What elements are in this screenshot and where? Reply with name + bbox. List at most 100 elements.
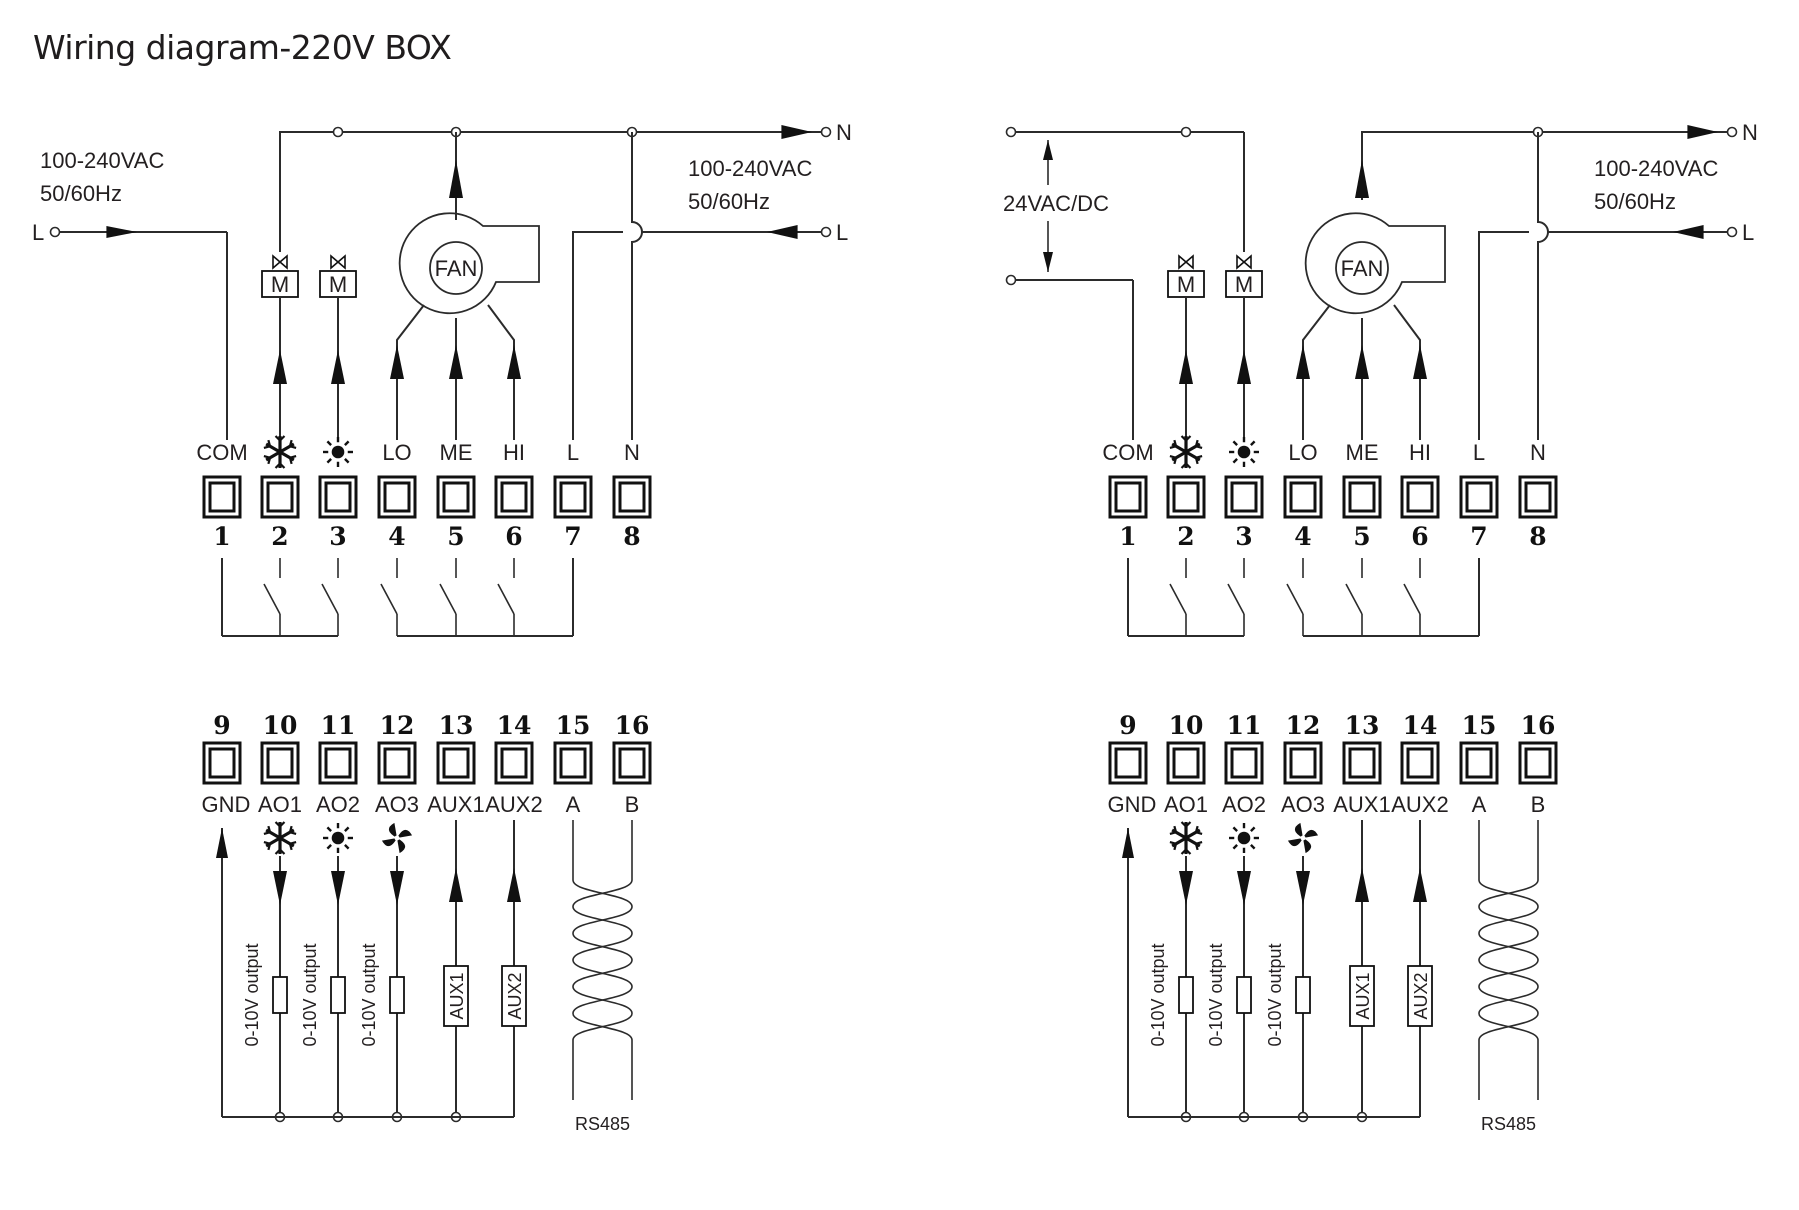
terminal-outer (260, 475, 300, 519)
terminal-outer (436, 741, 476, 785)
aux-box (443, 965, 469, 1027)
terminal-2: 2 (260, 435, 300, 551)
switch-blade (380, 583, 398, 615)
terminal-block (260, 475, 300, 519)
resistor-icon (389, 976, 405, 1014)
terminal-number: 14 (1403, 711, 1438, 740)
valve-actuator: M (261, 254, 299, 298)
terminal-label: AO1 (1164, 792, 1208, 817)
aux-box-label: AUX1 (447, 972, 467, 1019)
terminal-inner (1406, 481, 1434, 513)
junction-node (1005, 126, 1017, 138)
terminal-2: 2 (1166, 435, 1206, 551)
wire-a (572, 820, 633, 1100)
terminal-3: 3 (318, 437, 358, 551)
switch-blade (1169, 583, 1187, 615)
terminal-label: B (1531, 792, 1546, 817)
terminal-outer (1283, 475, 1323, 519)
terminal-number: 2 (271, 522, 288, 551)
terminal-label: N (1530, 440, 1546, 465)
aux-box (1349, 965, 1375, 1027)
terminal-number: 16 (615, 711, 650, 740)
terminal-outer (612, 741, 652, 785)
terminal-15: 15A (1459, 711, 1499, 817)
terminal-block (260, 741, 300, 785)
analog-output-label: 0-10V output (359, 943, 379, 1046)
supply-voltage-label: 100-240VAC (688, 156, 812, 181)
snowflake-icon (1169, 435, 1203, 469)
snowflake-branch (1180, 435, 1192, 443)
terminal-outer (318, 475, 358, 519)
sun-ray (1232, 844, 1238, 850)
terminal-inner (442, 747, 470, 779)
supply-frequency-label: 50/60Hz (688, 189, 770, 214)
sun-core (1237, 831, 1251, 845)
sun-ray (1250, 826, 1256, 832)
supply-voltage-label: 100-240VAC (40, 148, 164, 173)
motor-label: M (1235, 272, 1253, 297)
terminal-l-label: L (1742, 220, 1754, 245)
terminal-inner (208, 747, 236, 779)
terminal-label: AO2 (316, 792, 360, 817)
snowflake-branch (1194, 825, 1203, 835)
wire (487, 304, 515, 440)
terminal-outer (494, 475, 534, 519)
terminal-block (553, 475, 593, 519)
terminal-outer (1283, 741, 1323, 785)
arrow-up-icon (1043, 140, 1053, 160)
terminal-number: 14 (497, 711, 532, 740)
arrow-down-icon (331, 871, 345, 905)
wire (1302, 304, 1331, 440)
terminal-label: B (625, 792, 640, 817)
terminal-block (436, 475, 476, 519)
wire (396, 304, 425, 440)
terminal-block (1224, 741, 1264, 785)
terminal-outer (1224, 475, 1264, 519)
valve-actuator: M (319, 254, 357, 298)
terminal-outer (1518, 741, 1558, 785)
terminal-5: ME5 (1342, 440, 1382, 551)
terminal-inner (266, 747, 294, 779)
arrow-up-icon (216, 828, 228, 858)
arrow-up-icon (1122, 828, 1134, 858)
sun-core (331, 831, 345, 845)
arrow-up-icon (449, 868, 463, 902)
valve-icon (272, 254, 288, 270)
terminal-label: AO3 (375, 792, 419, 817)
terminal-outer (1166, 475, 1206, 519)
terminal-inner (559, 747, 587, 779)
supply-voltage-label: 100-240VAC (1594, 156, 1718, 181)
analog-output-label: 0-10V output (1206, 943, 1226, 1046)
resistor-icon (1178, 976, 1194, 1014)
terminal-3: 3 (1224, 437, 1264, 551)
terminal-block (1283, 475, 1323, 519)
label-bg (1003, 185, 1103, 221)
snowflake-branch (1180, 847, 1192, 855)
terminal-inner (1465, 481, 1493, 513)
terminal-block (1108, 741, 1148, 785)
snowflake-branch (274, 821, 286, 829)
fan-blade (1287, 838, 1303, 847)
junction-node (1726, 226, 1738, 238)
terminal-n-label: N (1742, 120, 1758, 145)
terminal-outer (1108, 741, 1148, 785)
terminal-inner (1230, 747, 1258, 779)
arrow-down-icon (390, 871, 404, 905)
supply-frequency-label: 50/60Hz (40, 181, 122, 206)
sun-ray (326, 458, 332, 464)
terminal-number: 9 (213, 711, 230, 740)
arrow-up-icon (390, 345, 404, 379)
fan-hub (1300, 835, 1306, 841)
terminal-outer (377, 741, 417, 785)
terminal-outer (553, 741, 593, 785)
arrow-up-icon (449, 345, 463, 379)
terminal-4: LO4 (1283, 440, 1323, 551)
junction-node (820, 226, 832, 238)
arrow-right-icon (106, 226, 137, 238)
valve-icon (1236, 254, 1252, 270)
snowflake-branch (1169, 455, 1178, 465)
